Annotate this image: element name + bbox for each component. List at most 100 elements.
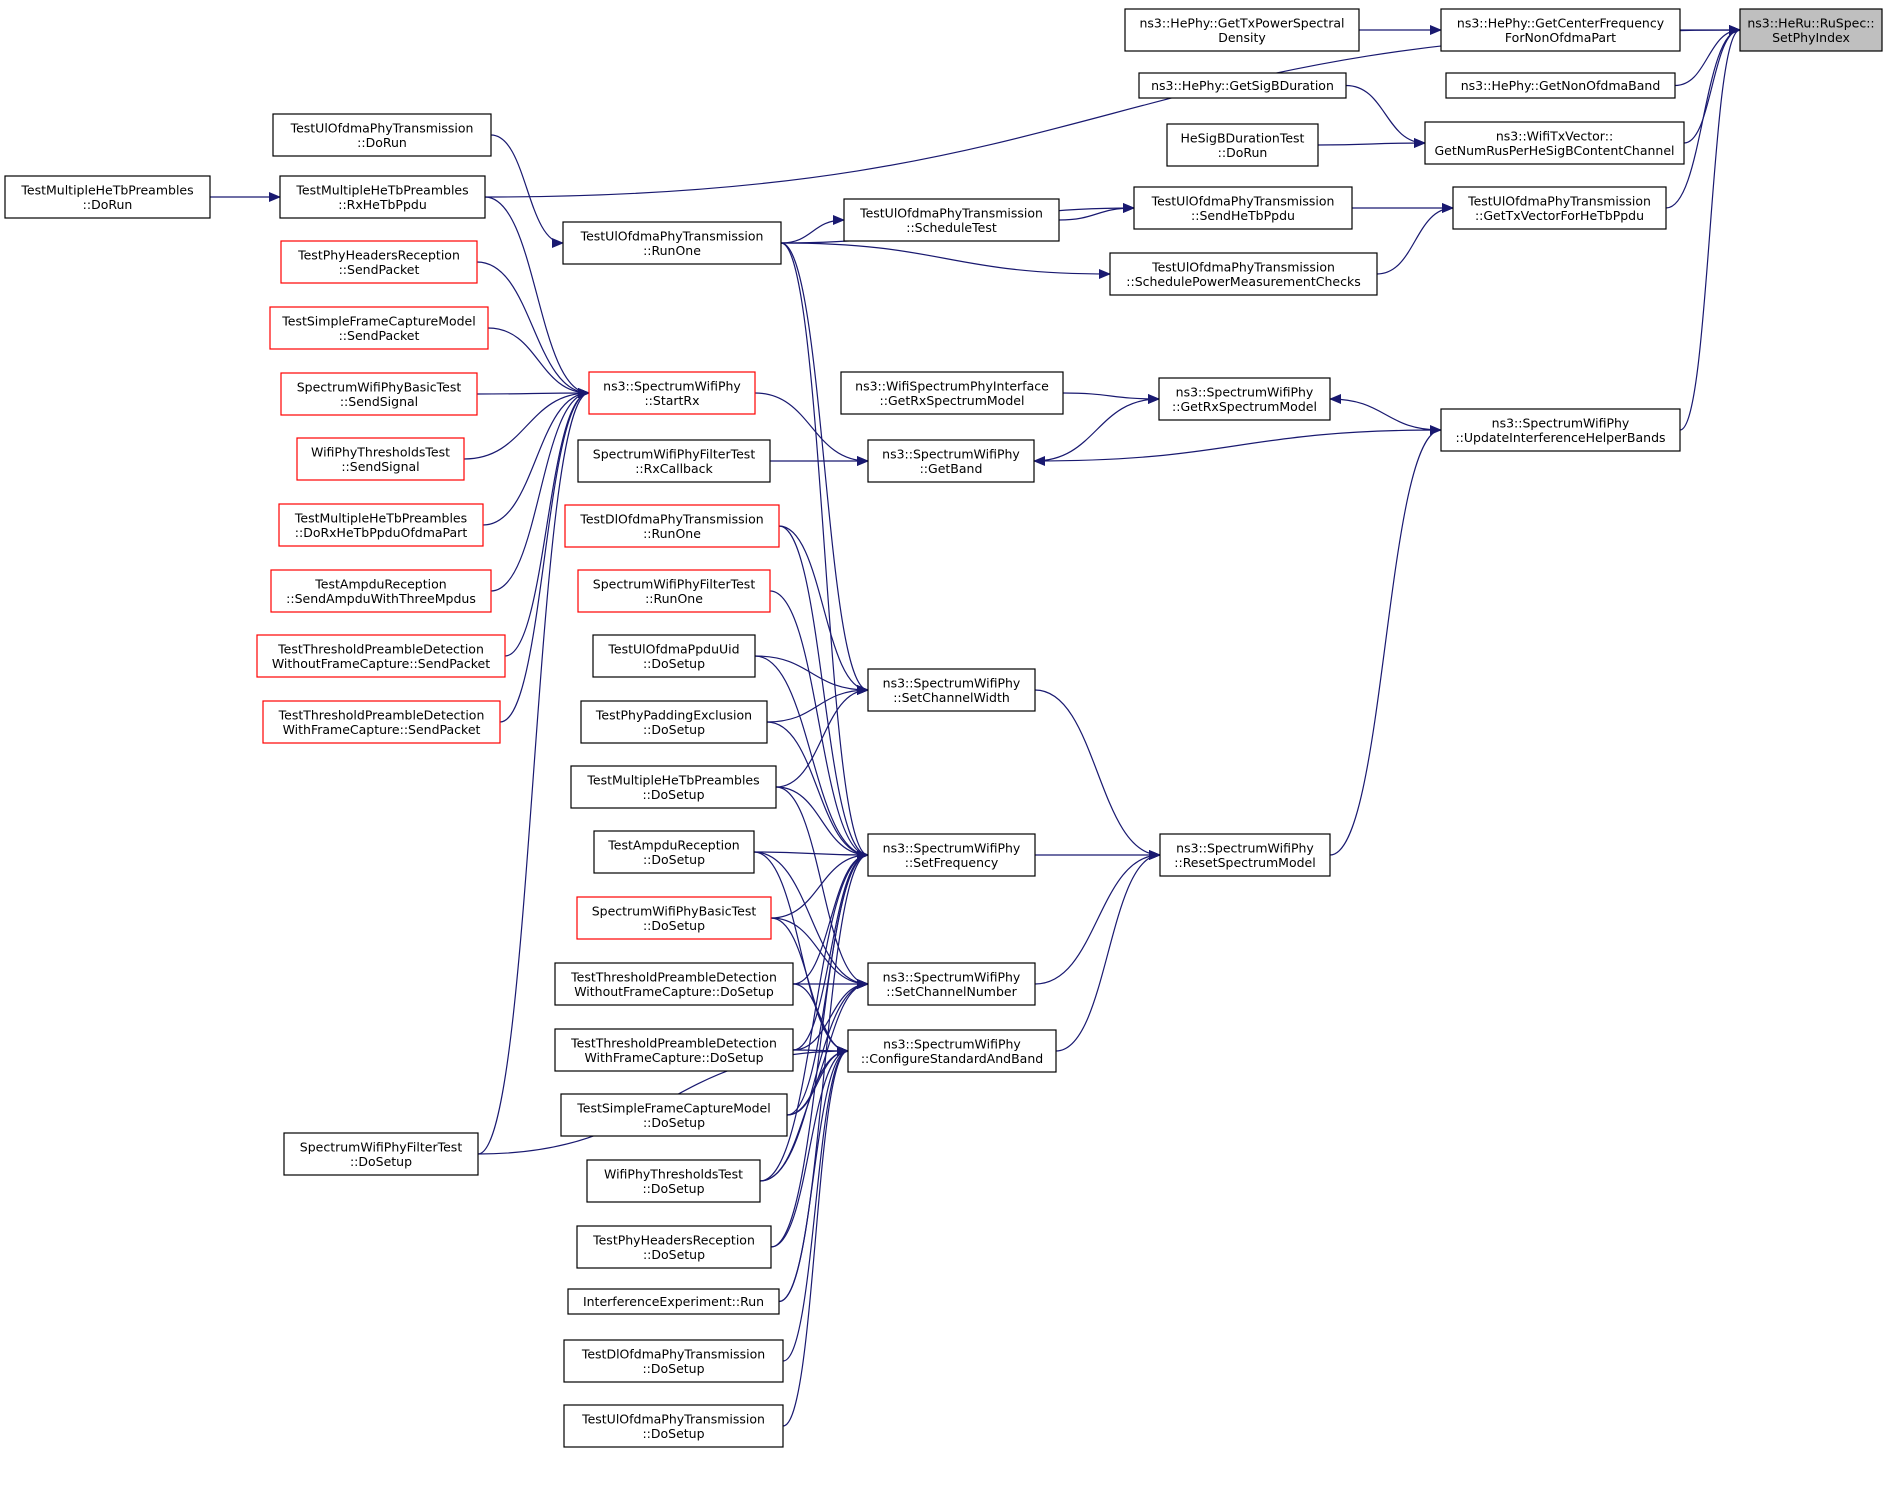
node-getNumRus[interactable]: ns3::WifiTxVector::GetNumRusPerHeSigBCon… [1424,121,1685,165]
edge-thrSetup-to-setChNum [759,979,869,1182]
node-tpdwSetup[interactable]: TestThresholdPreambleDetectionWithFrameC… [554,1028,794,1072]
node-label: TestUlOfdmaPhyTransmission [1151,193,1335,208]
node-label: ::SetChannelNumber [886,984,1017,999]
node-box [867,439,1035,483]
node-box [577,569,771,613]
node-label: ns3::HePhy::GetCenterFrequency [1457,15,1665,30]
node-setChNum[interactable]: ns3::SpectrumWifiPhy::SetChannelNumber [867,962,1036,1006]
edge-phrSetup-to-configStd [770,1046,849,1248]
node-startRx[interactable]: ns3::SpectrumWifiPhy::StartRx [588,371,756,415]
node-getRxSM[interactable]: ns3::SpectrumWifiPhy::GetRxSpectrumModel [1158,377,1331,421]
node-label: SetPhyIndex [1772,30,1850,45]
edge-schedPower-to-getTxVecHeTb [1376,203,1454,275]
node-box [563,1339,784,1383]
edge-tpdwSetup-to-setFreq [792,850,869,1051]
node-box [1739,8,1883,52]
node-ampduSend[interactable]: TestAmpduReception::SendAmpduWithThreeMp… [270,569,492,613]
node-paddingSetup[interactable]: TestPhyPaddingExclusion::DoSetup [580,700,768,744]
edge-getSigB-to-getNumRus [1345,84,1426,148]
node-configStd[interactable]: ns3::SpectrumWifiPhy::ConfigureStandardA… [847,1029,1057,1073]
node-ulDoRun[interactable]: TestUlOfdmaPhyTransmission::DoRun [272,113,492,157]
node-label: TestPhyHeadersReception [297,247,460,262]
node-sfcmSend[interactable]: TestSimpleFrameCaptureModel::SendPacket [269,306,489,350]
node-getBand[interactable]: ns3::SpectrumWifiPhy::GetBand [867,439,1035,483]
node-label: TestMultipleHeTbPreambles [586,772,759,787]
node-schedTest[interactable]: TestUlOfdmaPhyTransmission::ScheduleTest [843,198,1060,242]
node-box [1440,408,1681,452]
node-phrSend[interactable]: TestPhyHeadersReception::SendPacket [280,240,478,284]
edge-rxHeTb-to-root [484,25,1741,198]
node-label: ::RunOne [643,526,701,541]
edge-basicSend-to-startRx [476,388,590,399]
node-label: TestThresholdPreambleDetection [570,969,777,984]
node-box [554,962,794,1006]
node-mhtDoRx[interactable]: TestMultipleHeTbPreambles::DoRxHeTbPpduO… [278,503,484,547]
node-tpdwoSetup[interactable]: TestThresholdPreambleDetectionWithoutFra… [554,962,794,1006]
edge-phrSend-to-startRx [476,261,590,398]
node-getTxVecHeTb[interactable]: TestUlOfdmaPhyTransmission::GetTxVectorF… [1452,186,1667,230]
node-updateIHB[interactable]: ns3::SpectrumWifiPhy::UpdateInterference… [1440,408,1681,452]
node-resetSM[interactable]: ns3::SpectrumWifiPhy::ResetSpectrumModel [1159,833,1331,877]
node-mhtDoRun[interactable]: TestMultipleHeTbPreambles::DoRun [4,175,211,219]
node-mhtSetup[interactable]: TestMultipleHeTbPreambles::DoSetup [570,765,777,809]
node-ulRunOne[interactable]: TestUlOfdmaPhyTransmission::RunOne [562,221,782,265]
node-box [269,306,489,350]
node-basicSend[interactable]: SpectrumWifiPhyBasicTest::SendSignal [280,372,478,416]
node-ifaceGetRxSM[interactable]: ns3::WifiSpectrumPhyInterface::GetRxSpec… [840,371,1064,415]
node-label: ns3::SpectrumWifiPhy [1492,415,1630,430]
node-thrSend[interactable]: WifiPhyThresholdsTest::SendSignal [296,437,465,481]
node-setChWidth[interactable]: ns3::SpectrumWifiPhy::SetChannelWidth [867,668,1036,712]
node-filterRxCb[interactable]: SpectrumWifiPhyFilterTest::RxCallback [577,439,771,483]
node-label: ::DoSetup [643,722,705,737]
node-ulSetup[interactable]: TestUlOfdmaPhyTransmission::DoSetup [563,1404,784,1448]
node-label: ns3::SpectrumWifiPhy [883,840,1021,855]
node-filterRunOne[interactable]: SpectrumWifiPhyFilterTest::RunOne [577,569,771,613]
node-label: ::DoSetup [643,656,705,671]
node-label: ::DoRun [83,197,133,212]
node-basicSetup[interactable]: SpectrumWifiPhyBasicTest::DoSetup [576,896,772,940]
edge-ampduSetup-to-setFreq [753,849,869,860]
node-getCenterFreq[interactable]: ns3::HePhy::GetCenterFrequencyForNonOfdm… [1440,8,1681,52]
node-root[interactable]: ns3::HeRu::RuSpec::SetPhyIndex [1739,8,1883,52]
node-box [563,1404,784,1448]
node-label: ::DoSetup [643,918,705,933]
edge-ppduUidSetup-to-setChWidth [754,655,869,695]
node-ampduSetup[interactable]: TestAmpduReception::DoSetup [593,830,755,874]
node-label: ns3::HePhy::GetNonOfdmaBand [1461,78,1661,93]
node-label: ::SetFrequency [905,855,999,870]
node-getSigB[interactable]: ns3::HePhy::GetSigBDuration [1138,72,1347,99]
node-sendHeTb[interactable]: TestUlOfdmaPhyTransmission::SendHeTbPpdu [1133,186,1353,230]
node-setFreq[interactable]: ns3::SpectrumWifiPhy::SetFrequency [867,833,1036,877]
node-dlSetup[interactable]: TestDlOfdmaPhyTransmission::DoSetup [563,1339,784,1383]
node-label: ::SendPacket [339,328,420,343]
node-filterDoSetup[interactable]: SpectrumWifiPhyFilterTest::DoSetup [283,1132,479,1176]
node-label: TestThresholdPreambleDetection [277,641,484,656]
edge-ulRunOne-to-schedTest [780,215,845,244]
node-tpdwSend[interactable]: TestThresholdPreambleDetectionWithFrameC… [262,700,501,744]
node-box [270,569,492,613]
node-box [1445,72,1676,99]
node-label: ::SendHeTbPpdu [1191,208,1295,223]
node-heSigBTest[interactable]: HeSigBDurationTest::DoRun [1166,123,1319,167]
node-rxHeTb[interactable]: TestMultipleHeTbPreambles::RxHeTbPpdu [279,175,486,219]
node-dlRunOne[interactable]: TestDlOfdmaPhyTransmission::RunOne [564,504,780,548]
node-getNonOfdmaBand[interactable]: ns3::HePhy::GetNonOfdmaBand [1445,72,1676,99]
node-label: ::DoSetup [643,852,705,867]
node-sfcmSetup[interactable]: TestSimpleFrameCaptureModel::DoSetup [560,1093,788,1137]
node-box [262,700,501,744]
node-box [280,240,478,284]
node-ieRun[interactable]: InterferenceExperiment::Run [567,1288,780,1315]
node-box [278,503,484,547]
node-label: WithoutFrameCapture::SendPacket [272,656,490,671]
node-phrSetup[interactable]: TestPhyHeadersReception::DoSetup [576,1225,772,1269]
node-schedPower[interactable]: TestUlOfdmaPhyTransmission::SchedulePowe… [1109,252,1378,296]
node-label: ::RxHeTbPpdu [338,197,427,212]
node-tpdwoSend[interactable]: TestThresholdPreambleDetectionWithoutFra… [256,634,506,678]
edge-resetSM-to-updateIHB [1329,425,1442,856]
edge-paddingSetup-to-setChWidth [766,685,869,723]
node-ppduUidSetup[interactable]: TestUlOfdmaPpduUid::DoSetup [592,634,756,678]
node-label: WifiPhyThresholdsTest [604,1166,743,1181]
node-label: ::SetChannelWidth [893,690,1010,705]
node-thrSetup[interactable]: WifiPhyThresholdsTest::DoSetup [586,1159,761,1203]
